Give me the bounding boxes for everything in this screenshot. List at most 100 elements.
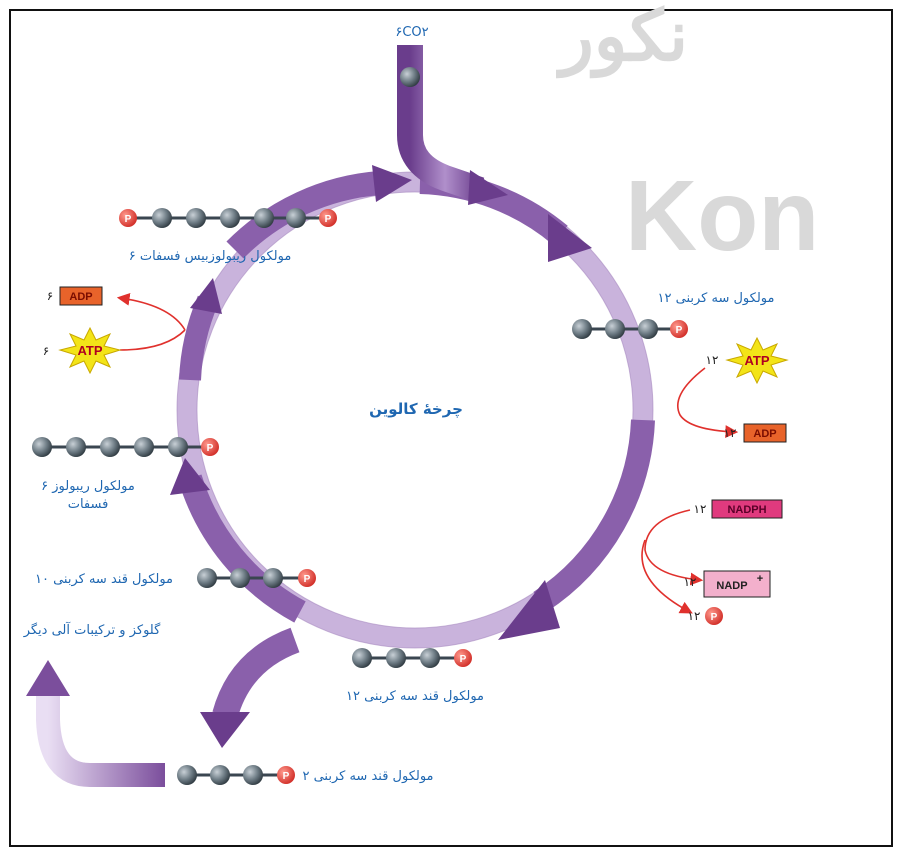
nadp-label: NADP [716, 580, 747, 592]
carbon-atom [254, 208, 274, 228]
sugar3c-12-molecule: P [352, 648, 472, 668]
phosphate-label: P [125, 214, 132, 225]
phosphate-group [670, 320, 688, 338]
cycle-arrowhead-right-bottom [498, 580, 560, 640]
phosphate-label: P [325, 214, 332, 225]
count-nadp: ۱۲ [684, 575, 697, 589]
label-ribulose-bisphosphate: ۶ مولکول ریبولوزبیس فسفات [129, 249, 292, 264]
reaction-arrow-phosphate [641, 539, 693, 614]
carbon-atom [197, 568, 217, 588]
reaction-arrow-left-atp [119, 329, 186, 351]
exit-arrowhead-down [200, 712, 250, 748]
nadph-box [711, 499, 783, 519]
carbon-atom [220, 208, 240, 228]
carbon-atom [638, 319, 658, 339]
carbon-atom [572, 319, 592, 339]
phosphate-released [705, 607, 723, 625]
cycle-arrowhead-top-right [548, 214, 592, 262]
atp-label-right: ATP [744, 353, 769, 368]
carbon-atom [352, 648, 372, 668]
label-sugar3c-10: ۱۰ مولکول قند سه کربنی [35, 572, 173, 587]
cycle-ring-inner-edge [196, 191, 634, 629]
reaction-arrow-left-adp [116, 292, 186, 331]
phosphate-group [201, 438, 219, 456]
cycle-ring [177, 172, 653, 648]
carbon-atom [177, 765, 197, 785]
phosphate-label: P [460, 654, 467, 665]
carbon-atom [152, 208, 172, 228]
carbon-atom [386, 648, 406, 668]
cycle-arrow-left [179, 295, 219, 381]
watermark-top: نکور [556, 0, 688, 79]
carbon-atom [230, 568, 250, 588]
carbon-atom [210, 765, 230, 785]
exit-arrow-down [212, 627, 300, 719]
carbon-atom [420, 648, 440, 668]
carbon-atom [605, 319, 625, 339]
glucose-output-arrowhead [26, 660, 70, 696]
label-sugar3c-2: ۲ مولکول قند سه کربنی [302, 769, 433, 784]
co2-label: ۶CO۲ [395, 25, 428, 40]
nadp-box [703, 570, 771, 598]
atp-burst-right [725, 336, 789, 385]
nadph-label: NADPH [727, 504, 766, 516]
co2-entry-arrowhead [468, 170, 508, 205]
adp-label-right: ADP [753, 428, 776, 440]
count-right-atp: ۱۲ [706, 353, 719, 367]
adp-box-left [59, 286, 103, 306]
carbon-atom [186, 208, 206, 228]
diagram-title: چرخهٔ کالوین [369, 400, 463, 419]
cycle-arrowhead-bottom-left [170, 458, 210, 495]
carbon-atom [100, 437, 120, 457]
carbon-atom [286, 208, 306, 228]
co2-entry-arrow [397, 45, 485, 203]
adp-box-right [743, 423, 787, 443]
cycle-arrow-bottom-left [178, 474, 306, 623]
cycle-arrow-right-bottom [533, 419, 655, 613]
phosphate-label: P [304, 574, 311, 585]
three-carbon-12-molecule: P [572, 319, 688, 339]
atp-label-left: ATP [77, 343, 102, 358]
phosphate-group [298, 569, 316, 587]
carbon-atom [263, 568, 283, 588]
ribulose-phosphate-molecule: P [32, 437, 219, 457]
carbon-atom [66, 437, 86, 457]
label-three-carbon-12: ۱۲ مولکول سه کربنی [658, 291, 775, 306]
carbon-atom [134, 437, 154, 457]
ribulose-bisphosphate-molecule: P P [119, 208, 337, 228]
phosphate-group [277, 766, 295, 784]
sugar3c-10-molecule: P [197, 568, 316, 588]
phosphate-label: P [283, 771, 290, 782]
carbon-atom [243, 765, 263, 785]
nadp-superscript: + [757, 573, 763, 585]
cycle-arrowhead-top-left [372, 165, 412, 202]
atp-burst-left [58, 326, 122, 375]
sugar3c-2-molecule: P [177, 765, 295, 785]
co2-carbon-ball [400, 67, 420, 87]
watermark-side: Kon [625, 160, 819, 272]
count-left-atp: ۶ [43, 344, 49, 358]
adp-label-left: ADP [69, 291, 92, 303]
count-nadph: ۱۲ [694, 502, 707, 516]
reaction-arrow-right-adp [677, 367, 739, 438]
label-ribulose-phosphate-line1: ۶ مولکول ریبولوز [41, 479, 135, 494]
glucose-output-arrow [36, 690, 165, 787]
count-left-adp: ۶ [47, 289, 53, 303]
phosphate-group [319, 209, 337, 227]
label-ribulose-phosphate-line2: فسفات [68, 497, 109, 512]
reaction-arrow-nadp [644, 509, 704, 586]
carbon-atom [168, 437, 188, 457]
label-sugar3c-12: ۱۲ مولکول قند سه کربنی [346, 689, 484, 704]
phosphate-group [119, 209, 137, 227]
count-phosphate: ۱۲ [688, 609, 701, 623]
cycle-arrowhead-left [190, 278, 222, 314]
cycle-arrow-top-left [226, 171, 382, 259]
carbon-atom [32, 437, 52, 457]
count-right-adp: ۱۲ [724, 426, 737, 440]
phosphate-label: P [676, 325, 683, 336]
phosphate-label: P [207, 443, 214, 454]
phosphate-group [454, 649, 472, 667]
label-glucose: گلوکز و ترکیبات آلی دیگر [23, 621, 161, 638]
phosphate-released-label: P [711, 612, 718, 623]
